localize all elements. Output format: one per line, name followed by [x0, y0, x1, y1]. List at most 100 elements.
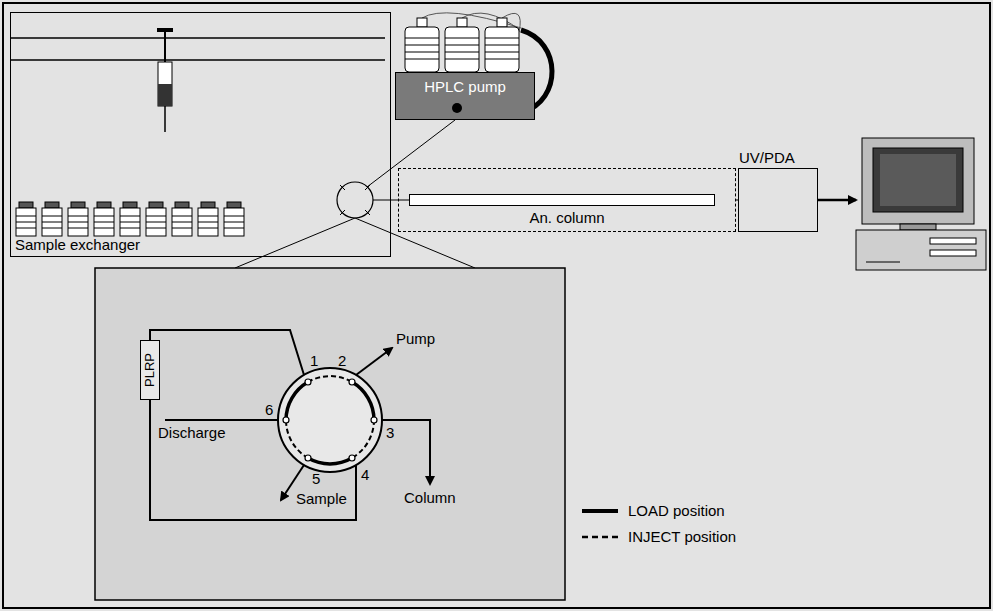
port-number: 1 [310, 352, 318, 369]
bottle-stripe [445, 52, 479, 53]
bottle-stripe [485, 59, 519, 60]
vial-stripe [198, 216, 218, 217]
column-tube [409, 194, 715, 206]
node-label: An. column [399, 209, 735, 226]
bottle-body [405, 27, 439, 72]
valve-ticks [340, 185, 370, 215]
vial-stripe [172, 222, 192, 223]
bottle-stripe [445, 59, 479, 60]
legend-swatch [580, 505, 620, 517]
legend-row: LOAD position [580, 502, 725, 519]
port-number: 5 [312, 470, 320, 487]
zoom-line [235, 218, 355, 268]
vial-stripe [68, 216, 88, 217]
vial-stripe [94, 222, 114, 223]
drawing-part [164, 32, 166, 62]
bottle-stripe [445, 45, 479, 46]
vial-body [224, 208, 244, 236]
drawing-part [356, 348, 392, 375]
bottle-stripe [405, 52, 439, 53]
node-label: UV/PDA [739, 149, 795, 166]
vial-stripe [198, 222, 218, 223]
bottle-stripe [485, 52, 519, 53]
vial-stripe [146, 216, 166, 217]
drawing-part [305, 379, 311, 385]
drawing-part [165, 419, 278, 421]
vial-stripe [16, 216, 36, 217]
valve-body [278, 368, 382, 472]
vial-stripe [120, 222, 140, 223]
valve-inset [95, 268, 565, 600]
vial-body [198, 208, 218, 236]
port-number: 6 [265, 401, 273, 418]
vial-stripe [68, 228, 88, 229]
vial-body [42, 208, 62, 236]
zoom-line [355, 218, 475, 268]
vial-body [94, 208, 114, 236]
drawing-part [930, 250, 976, 256]
vial-stripe [224, 228, 244, 229]
vial-stripe [42, 222, 62, 223]
bottle-neck [417, 18, 427, 27]
vial-cap [123, 202, 137, 208]
sample-exchanger-box: Sample exchanger [10, 12, 391, 257]
vial-stripe [68, 222, 88, 223]
pump-outlet [452, 103, 462, 113]
port-number: 3 [386, 424, 394, 441]
legend-row: INJECT position [580, 528, 736, 545]
valve-ports [283, 379, 377, 461]
drawing-part [308, 458, 352, 464]
vial-cap [149, 202, 163, 208]
legend-swatch [580, 531, 620, 543]
port-number: 2 [338, 352, 346, 369]
vial-body [172, 208, 192, 236]
drawing-part [340, 210, 345, 215]
vial-cap [201, 202, 215, 208]
bottle-body [485, 27, 519, 72]
drawing-part [900, 224, 936, 230]
bottle-stripe [405, 38, 439, 39]
swatch-line [582, 535, 618, 538]
vial-stripe [172, 216, 192, 217]
vial-stripe [120, 216, 140, 217]
valve [337, 182, 373, 218]
vial-stripe [16, 228, 36, 229]
vial-stripe [16, 222, 36, 223]
port-label: Pump [396, 330, 435, 347]
vial-stripe [172, 228, 192, 229]
vial-body [16, 208, 36, 236]
precolumn-box: PLRP [140, 340, 160, 400]
rail [10, 37, 385, 39]
vial-body [68, 208, 88, 236]
port-label: Column [404, 489, 456, 506]
computer [856, 138, 986, 270]
drawing-part [308, 376, 352, 382]
drawing-part [158, 84, 172, 106]
bottle-neck [457, 18, 467, 27]
vial-stripe [94, 216, 114, 217]
bottle-stripe [405, 45, 439, 46]
node-label: HPLC pump [396, 78, 534, 95]
vial-cap [71, 202, 85, 208]
drawing-part [352, 420, 374, 458]
vial-stripe [146, 222, 166, 223]
bottle-neck [497, 18, 507, 27]
port-label: Discharge [158, 424, 226, 441]
drawing-part [150, 400, 356, 520]
vial-stripe [146, 228, 166, 229]
bottle-body [445, 27, 479, 72]
vial-stripe [224, 222, 244, 223]
rail [10, 59, 385, 61]
drawing-part [150, 330, 304, 375]
sample-vials [16, 202, 244, 236]
drawing-part [157, 28, 173, 32]
bottle-stripe [405, 59, 439, 60]
drawing-part [340, 185, 345, 190]
vial-cap [175, 202, 189, 208]
vial-body [146, 208, 166, 236]
vial-cap [45, 202, 59, 208]
solvent-tube [422, 13, 521, 28]
vial-stripe [224, 216, 244, 217]
drawing-part [286, 420, 308, 458]
vial-stripe [120, 228, 140, 229]
